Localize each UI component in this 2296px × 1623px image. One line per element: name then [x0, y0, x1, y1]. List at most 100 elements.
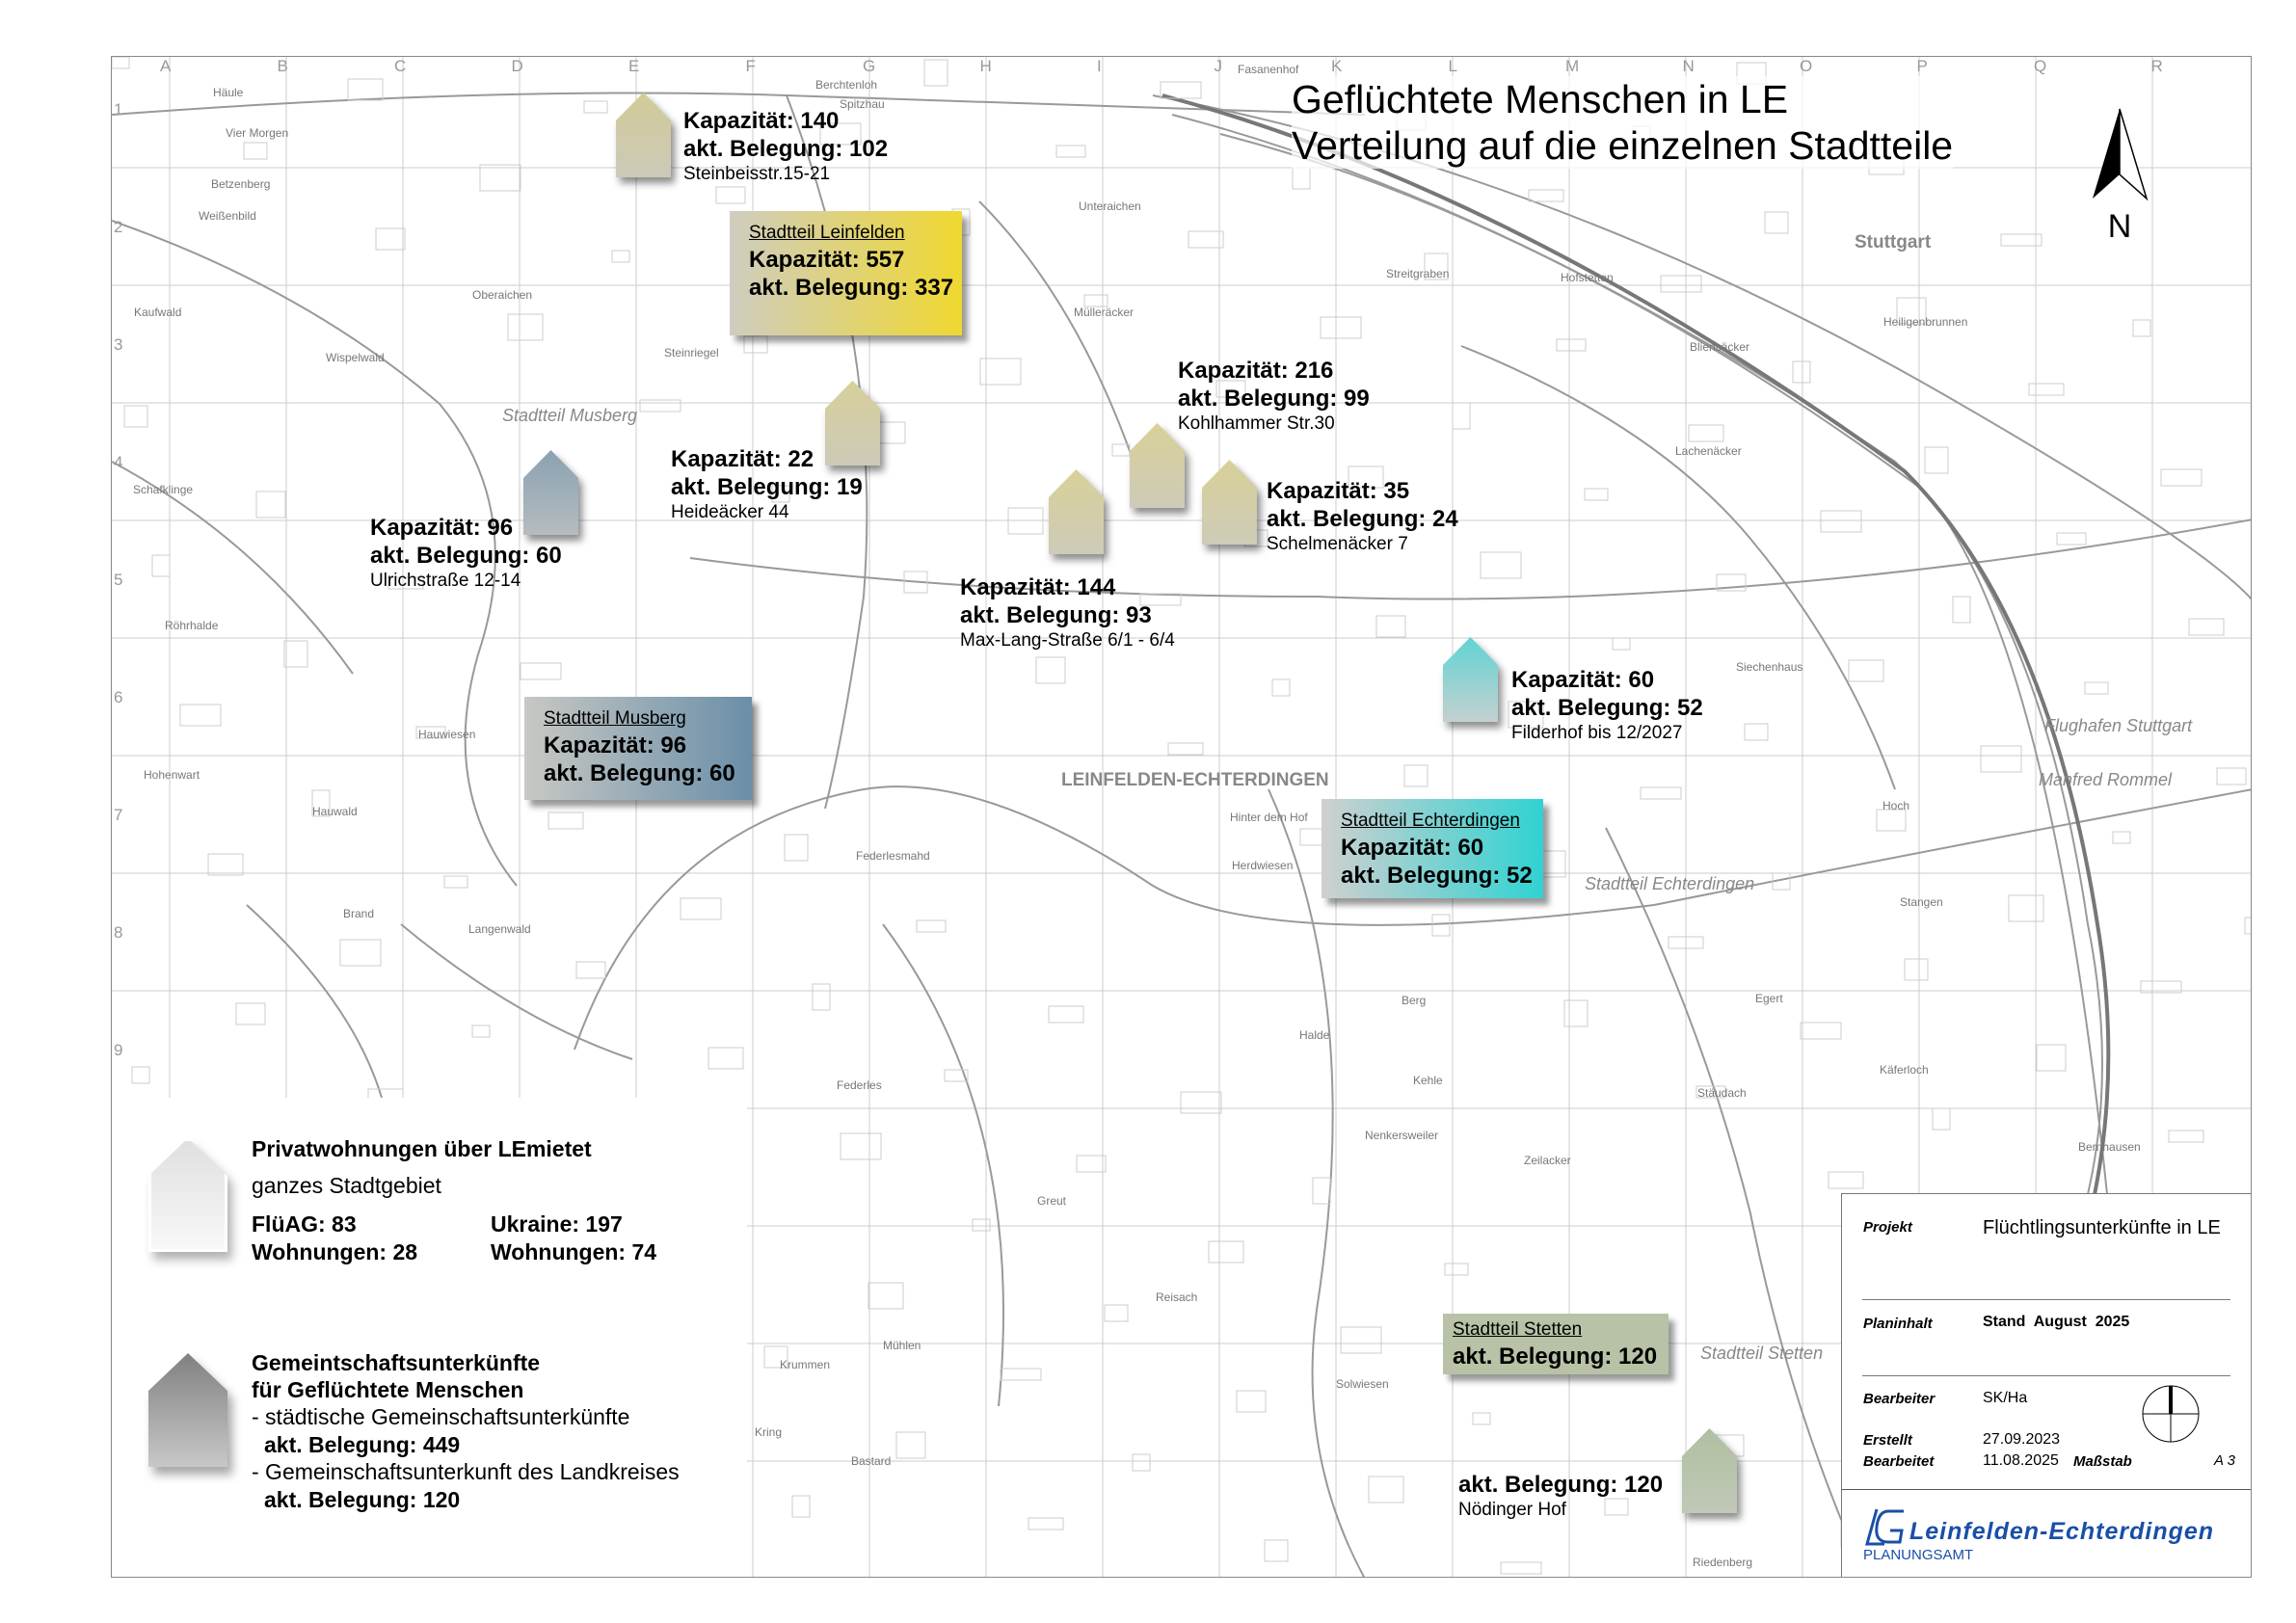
legend-communal-item-2-value: akt. Belegung: 120 — [264, 1487, 461, 1512]
place-label: Egert — [1755, 992, 1783, 1005]
building-outline — [1055, 145, 1086, 158]
building-outline — [255, 491, 286, 519]
building-outline — [2028, 383, 2065, 396]
building-outline — [763, 1345, 788, 1369]
building-outline — [1215, 380, 1246, 398]
legend-communal-item-1-value: akt. Belegung: 449 — [264, 1432, 461, 1457]
place-label: Stäudach — [1697, 1086, 1747, 1100]
building-outline — [1764, 211, 1789, 234]
place-label: Fasanenhof — [1238, 63, 1299, 76]
building-outline — [1980, 745, 2022, 773]
place-label: Bernhausen — [2078, 1140, 2141, 1154]
building-outline — [707, 1047, 744, 1070]
building-outline — [2084, 681, 2109, 695]
road — [689, 519, 2251, 600]
building-outline — [1424, 253, 1449, 280]
building-outline — [243, 142, 268, 160]
house-marker-heideaecker[interactable] — [825, 381, 880, 466]
place-label: Häule — [213, 86, 244, 99]
grid-column-label: E — [628, 57, 640, 75]
building-outline — [283, 640, 308, 668]
title-block: Projekt Flüchtlingsunterkünfte in LE Pla… — [1841, 1193, 2251, 1577]
building-outline — [1584, 488, 1609, 501]
building-outline — [1472, 1412, 1491, 1425]
grid-column-label: O — [1800, 57, 1813, 75]
legend-fluag-wohnungen: Wohnungen: 28 — [252, 1239, 418, 1264]
legend-fluag: FlüAG: 83 — [252, 1211, 357, 1237]
place-label: Mühlen — [883, 1339, 921, 1352]
place-label: Wispelwald — [326, 351, 385, 364]
building-outline — [1048, 1005, 1084, 1024]
building-outline — [1208, 1240, 1244, 1264]
building-outline — [2056, 532, 2087, 545]
building-outline — [923, 59, 948, 87]
building-outline — [944, 1069, 969, 1082]
building-outline — [1744, 723, 1769, 741]
place-label: Hoch — [1882, 799, 1910, 812]
house-marker-schelmenaecker[interactable] — [1202, 460, 1257, 545]
building-outline — [1000, 1368, 1042, 1381]
building-outline — [479, 164, 521, 192]
building-outline — [791, 1495, 811, 1518]
divider — [1862, 1299, 2230, 1300]
building-outline — [771, 485, 790, 503]
building-outline — [1820, 510, 1862, 533]
place-label: Stadtteil Stetten — [1700, 1344, 1824, 1363]
planinhalt-value: Stand August 2025 — [1983, 1314, 2130, 1330]
logo-subtitle: PLANUNGSAMT — [1863, 1547, 1974, 1563]
building-outline — [2000, 233, 2042, 247]
road — [1268, 788, 1366, 1577]
place-label: Bastard — [851, 1454, 892, 1468]
building-outline — [207, 853, 244, 876]
title-line-1: Geflüchtete Menschen in LE — [1292, 77, 1789, 121]
building-outline — [972, 1218, 991, 1232]
building-outline — [1508, 701, 1544, 729]
building-outline — [1668, 936, 1704, 949]
place-label: Stangen — [1900, 895, 1943, 909]
legend-ukraine: Ukraine: 197 — [491, 1211, 623, 1237]
grid-column-label: C — [394, 57, 407, 75]
building-outline — [235, 1002, 266, 1025]
building-outline — [1828, 1171, 1864, 1189]
house-marker-noedinger-hof[interactable] — [1682, 1428, 1737, 1513]
erstellt-label: Erstellt — [1863, 1432, 1912, 1449]
grid-column-label: K — [1331, 57, 1343, 75]
place-label: Steinriegel — [664, 346, 719, 359]
house-marker-max-lang-strasse[interactable] — [1049, 469, 1104, 554]
building-outline — [2160, 468, 2203, 487]
place-label: Streitgraben — [1386, 267, 1450, 280]
house-marker-kohlhammer[interactable] — [1130, 423, 1185, 508]
place-label: Mülleräcker — [1074, 306, 1135, 319]
building-outline — [1188, 230, 1224, 249]
building-outline — [375, 227, 406, 251]
building-outline — [1431, 914, 1451, 937]
building-outline — [1111, 443, 1131, 457]
place-label: Hauwiesen — [418, 728, 476, 741]
house-marker-ulrichstrasse[interactable] — [523, 450, 578, 535]
place-label: Röhrhalde — [165, 619, 219, 632]
building-outline — [339, 939, 382, 967]
projekt-value: Flüchtlingsunterkünfte in LE — [1983, 1217, 2221, 1238]
legend-communal-item-2: - Gemeinschaftsunterkunft des Landkreise… — [252, 1459, 680, 1484]
grid-row-label: 7 — [114, 806, 123, 824]
building-outline — [916, 919, 947, 933]
road — [246, 904, 383, 1099]
building-outline — [583, 100, 608, 114]
place-label: Greut — [1037, 1194, 1067, 1208]
house-marker-filderhof[interactable] — [1443, 637, 1498, 722]
grid-column-label: L — [1448, 57, 1457, 75]
house-marker-steinbeisstr[interactable] — [616, 93, 671, 177]
building-outline — [840, 1132, 882, 1160]
building-outline — [784, 834, 809, 862]
grid-column-label: P — [1916, 57, 1928, 75]
place-label: Federles — [837, 1078, 882, 1092]
building-outline — [812, 983, 831, 1011]
grid-column-label: F — [745, 57, 756, 75]
divider — [1842, 1489, 2251, 1490]
building-outline — [1688, 424, 1724, 442]
